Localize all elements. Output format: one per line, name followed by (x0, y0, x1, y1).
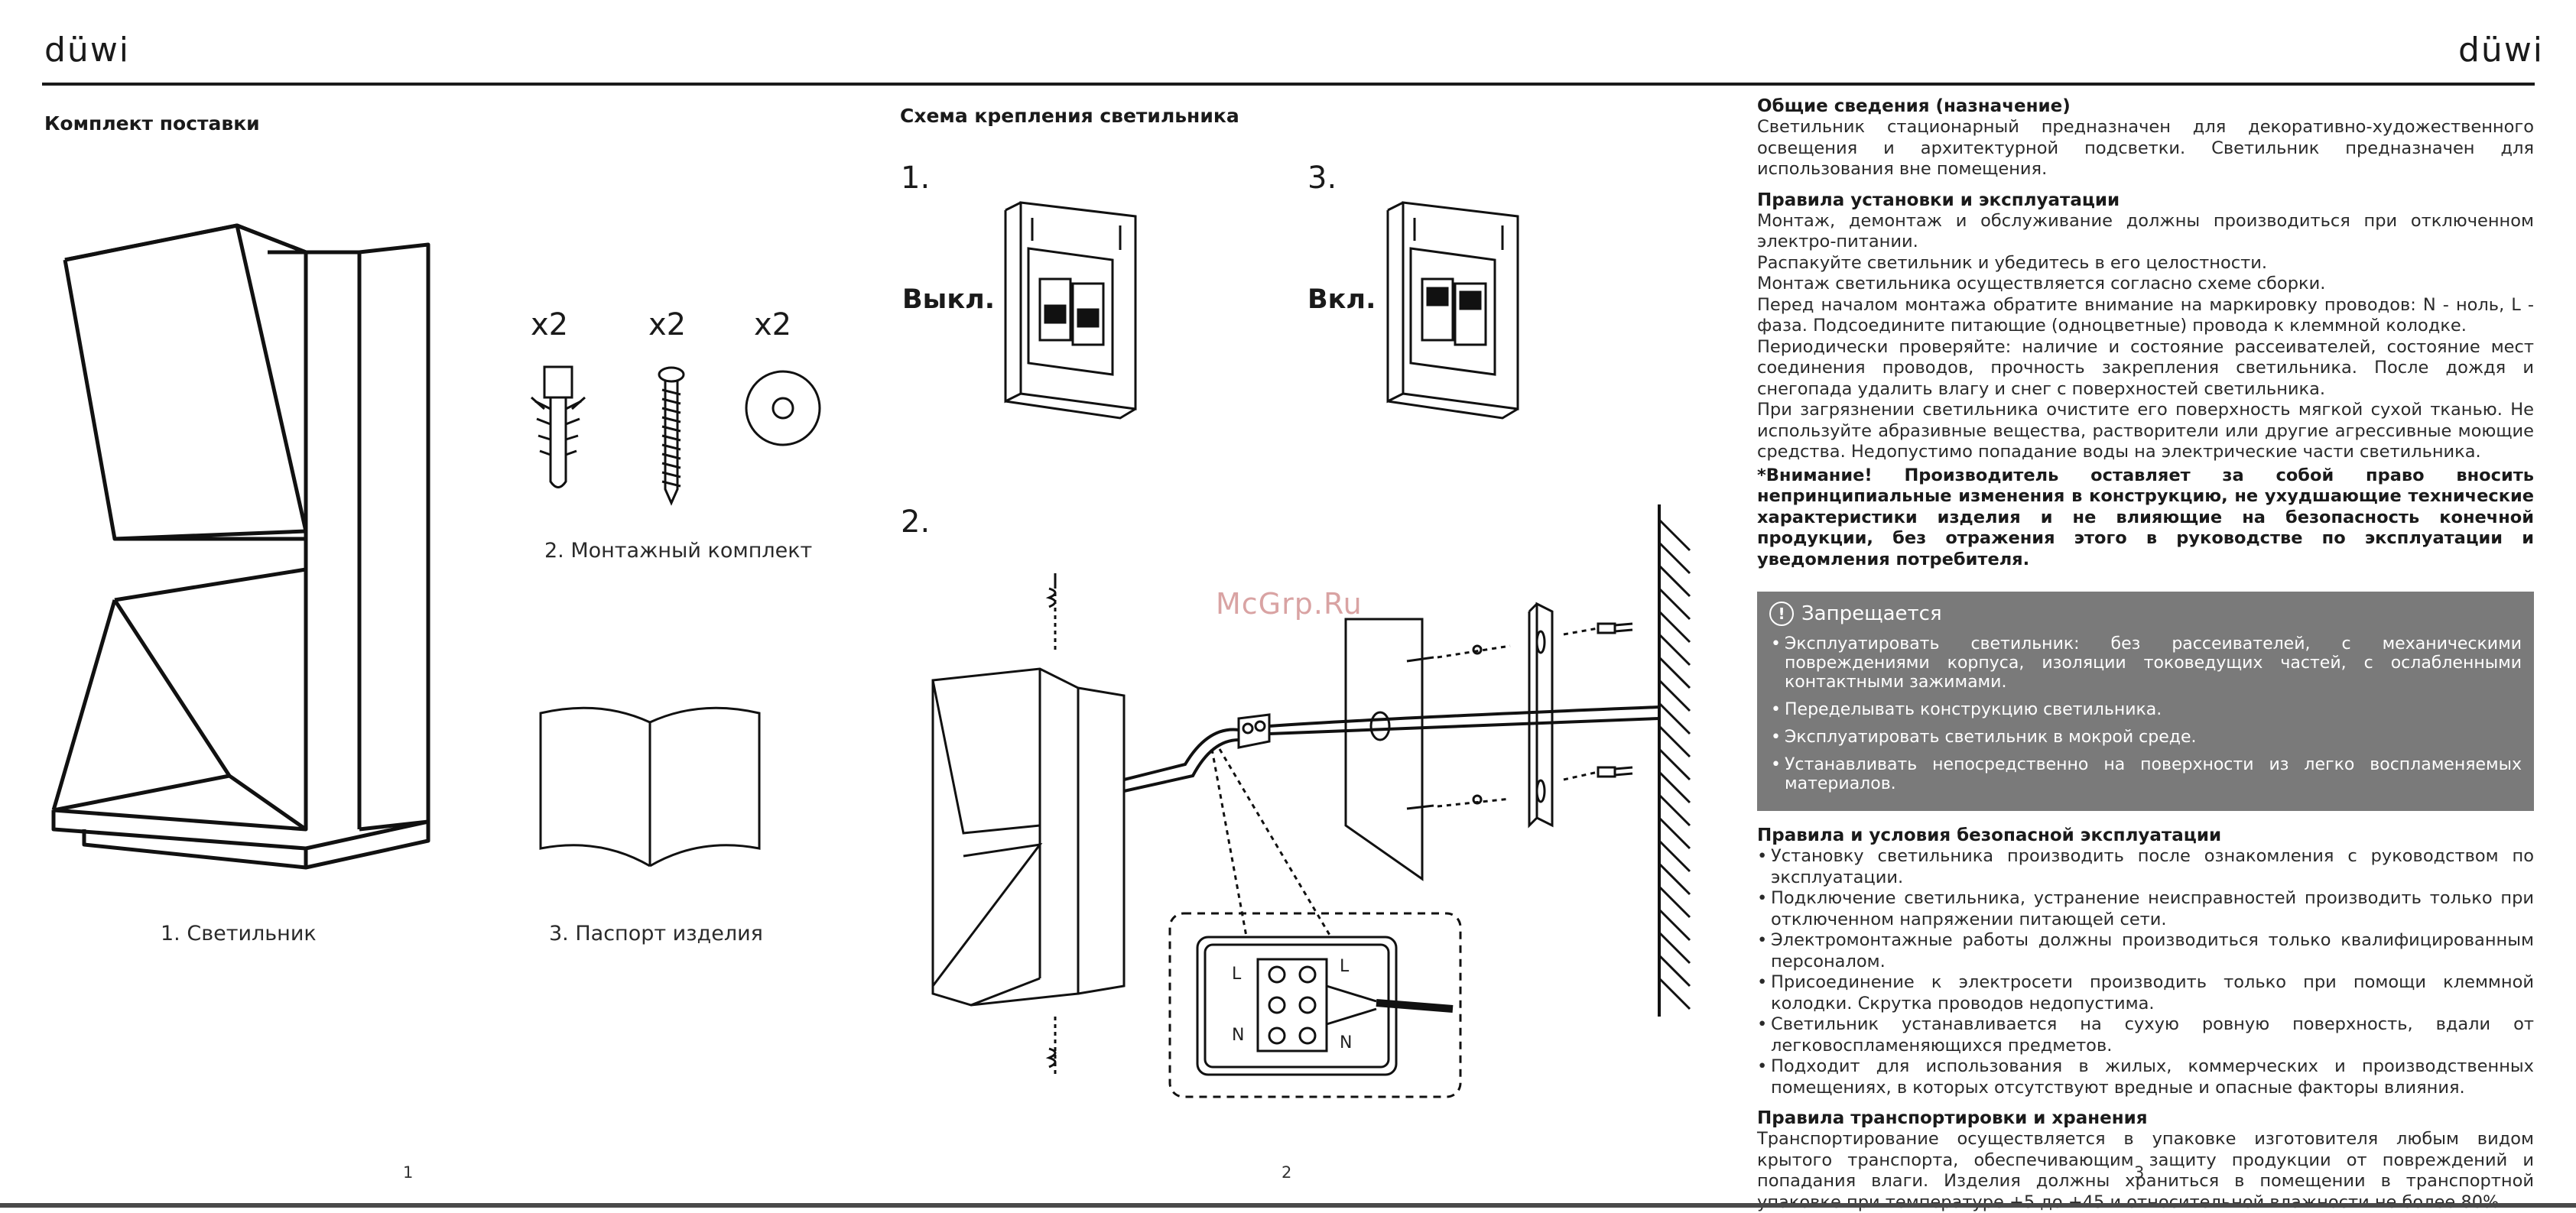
safety-item: Установку светильника производить после … (1757, 846, 2534, 888)
brand-logo-right: düwi (2458, 31, 2545, 70)
terminal-label-n-right: N (1340, 1033, 1353, 1052)
page1-title: Комплект поставки (44, 112, 260, 135)
state-on-label: Вкл. (1307, 284, 1376, 315)
brand-logo-left: düwi (44, 31, 131, 70)
step-1-number: 1. (901, 161, 931, 196)
general-text: Светильник стационарный предназначен для… (1757, 117, 2534, 179)
install-paragraph: Перед началом монтажа обратите внимание … (1757, 294, 2534, 336)
state-off-label: Выкл. (902, 284, 996, 315)
terminal-label-n-left: N (1232, 1026, 1245, 1045)
safety-item: Электромонтажные работы должны производи… (1757, 930, 2534, 972)
washer-quantity: x2 (754, 307, 792, 342)
forbidden-list: Эксплуатировать светильник: без рассеива… (1769, 634, 2522, 793)
forbidden-item: Эксплуатировать светильник: без рассеива… (1769, 634, 2522, 692)
install-paragraph: При загрязнении светильника очистите его… (1757, 400, 2534, 462)
lamp-caption: 1. Светильник (161, 922, 317, 945)
breaker-panel-on-icon (1386, 201, 1519, 420)
safety-item: Подключение светильника, устранение неис… (1757, 888, 2534, 930)
dowel-icon (531, 365, 586, 488)
forbidden-item: Переделывать конструкцию светильника. (1769, 700, 2522, 719)
forbidden-heading: ! Запрещается (1769, 601, 2522, 627)
forbidden-title: Запрещается (1801, 602, 1942, 625)
terminal-label-l-right: L (1340, 957, 1350, 976)
forbidden-box: ! Запрещается Эксплуатировать светильник… (1757, 592, 2534, 811)
washer-icon (745, 370, 821, 446)
install-paragraph: Монтаж, демонтаж и обслуживание должны п… (1757, 210, 2534, 252)
transport-title: Правила транспортировки и хранения (1757, 1108, 2148, 1128)
terminal-label-l-left: L (1232, 965, 1242, 984)
mounting-kit-caption: 2. Монтажный комплект (544, 539, 813, 563)
page-number-1: 1 (403, 1163, 414, 1182)
bottom-rule (0, 1203, 2576, 1208)
install-paragraph: Периодически проверяйте: наличие и состо… (1757, 336, 2534, 399)
safety-item: Присоединение к электросети производить … (1757, 972, 2534, 1014)
safety-item: Светильник устанавливается на сухую ровн… (1757, 1014, 2534, 1056)
safety-item: Подходит для использования в жилых, комм… (1757, 1056, 2534, 1098)
breaker-panel-off-icon (1004, 201, 1137, 420)
transport-text: Транспортирование осуществляется в упако… (1757, 1129, 2534, 1212)
general-title: Общие сведения (назначение) (1757, 96, 2071, 116)
page3-text-column: Общие сведения (назначение) Светильник с… (1757, 96, 2534, 1213)
mounting-scheme-diagram (931, 504, 1691, 1098)
safety-title: Правила и условия безопасной эксплуатаци… (1757, 825, 2222, 845)
page2-title: Схема крепления светильника (900, 105, 1239, 127)
screw-quantity: x2 (648, 307, 687, 342)
safety-list: Установку светильника производить после … (1757, 846, 2534, 1098)
page-number-3: 3 (2134, 1163, 2145, 1182)
screw-icon (658, 366, 685, 506)
exclamation-icon: ! (1769, 602, 1794, 626)
step-3-number: 3. (1307, 161, 1337, 196)
step-2-number: 2. (901, 504, 931, 540)
passport-booklet-icon (539, 706, 761, 868)
install-title: Правила установки и эксплуатации (1757, 190, 2120, 210)
forbidden-item: Эксплуатировать светильник в мокрой сред… (1769, 728, 2522, 747)
install-paragraph: Распакуйте светильник и убедитесь в его … (1757, 252, 2268, 273)
manufacturer-warning: *Внимание! Производитель оставляет за со… (1757, 465, 2534, 569)
passport-caption: 3. Паспорт изделия (549, 922, 763, 945)
forbidden-item: Устанавливать непосредственно на поверхн… (1769, 755, 2522, 793)
header-rule (42, 83, 2535, 86)
install-paragraph: Монтаж светильника осуществляется соглас… (1757, 274, 2326, 294)
lamp-illustration (51, 223, 430, 870)
dowel-quantity: x2 (531, 307, 569, 342)
page-number-2: 2 (1282, 1163, 1292, 1182)
watermark: McGrp.Ru (1216, 587, 1363, 621)
